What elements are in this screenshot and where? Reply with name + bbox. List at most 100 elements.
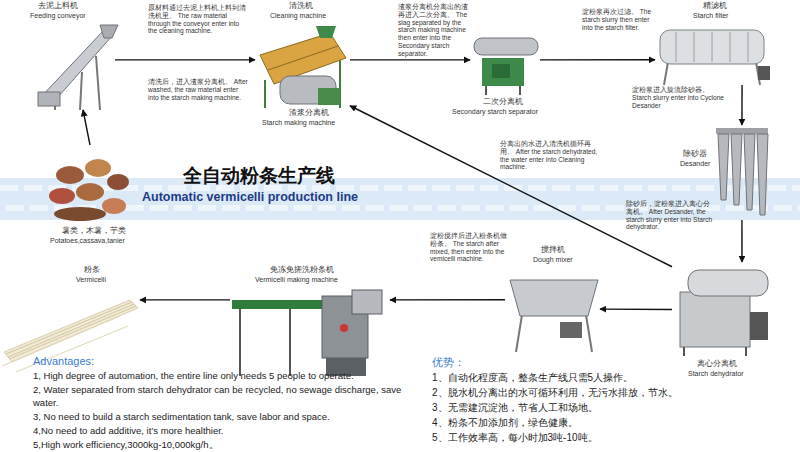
- machine-name-en: Desander: [680, 160, 710, 168]
- drum-rib: [268, 46, 338, 70]
- drum-rib: [694, 32, 695, 62]
- machine-node: 除砂器Desander: [715, 125, 770, 220]
- advantage-text: 4、粉条不加添加剂，绿色健康。: [432, 417, 578, 429]
- drum-rib: [676, 32, 677, 62]
- potatoes-art: [49, 159, 129, 221]
- flow-arrow: [600, 308, 672, 310]
- machine-node: 离心分离机Starch dehydrator: [672, 262, 772, 357]
- machine-name-en: Vermicelli: [76, 276, 106, 284]
- machine-node: 精滤机Starch filter: [655, 25, 770, 85]
- advantage-text: 1、自动化程度高，整条生产线只需5人操作。: [432, 372, 633, 384]
- screen-drum: [660, 30, 764, 64]
- vermicelli-machine-art: [232, 290, 382, 376]
- machine-name-cn: 精滤机: [703, 2, 727, 11]
- machine-name-en: Secondary starch separator: [452, 108, 538, 116]
- advantage-text: 1, High degree of automation, the entire…: [33, 370, 418, 383]
- advantage-text: 2、脱水机分离出的水可循环利用，无污水排放，节水。: [432, 387, 678, 399]
- dough-mixer-art: [510, 280, 598, 352]
- extruder: [352, 290, 382, 314]
- advantage-text: 3, No need to build a starch sedimentati…: [33, 411, 418, 424]
- flow-arrow: [741, 85, 743, 125]
- potato: [85, 159, 111, 177]
- vermicelli-art: [2, 300, 138, 372]
- noodle-bundle: [4, 300, 138, 362]
- advantage-text: 优势：: [432, 356, 465, 369]
- machine-name-en: Feeding conveyor: [30, 12, 86, 20]
- process-note: 清洗后，进入渣浆分离机。 After washed, the raw mater…: [148, 78, 248, 101]
- machine-name-en: Potatoes,cassava,tanier: [50, 237, 125, 245]
- drum-rib: [730, 32, 731, 62]
- edge-label: 淀粉浆再次过滤。 The starch slurry then enter in…: [582, 8, 654, 31]
- flow-arrow: [350, 106, 672, 267]
- leg: [289, 308, 291, 376]
- screw-barrel: [474, 38, 538, 55]
- machine-name-cn: 去泥上料机: [38, 2, 78, 11]
- leg: [519, 86, 521, 95]
- machine-node: 搅拌机Dough mixer: [505, 270, 600, 355]
- drum-rib: [748, 32, 749, 62]
- cyclone: [731, 134, 742, 205]
- cyclone: [744, 134, 755, 210]
- edge-label: 淀粉浆进入旋流除砂器。 Starch slurry enter into Cyc…: [632, 86, 728, 109]
- hopper: [316, 26, 336, 38]
- leg: [683, 347, 685, 356]
- edge-label: 原材料通过去泥上料机上料到清洗机里。 The raw material thro…: [148, 4, 248, 35]
- cassava: [54, 207, 106, 221]
- motor: [560, 322, 582, 338]
- potato: [102, 198, 126, 214]
- motor: [750, 312, 768, 340]
- machine-name-cn: 二次分离机: [483, 98, 523, 107]
- noodle: [6, 302, 132, 354]
- trough: [510, 280, 598, 316]
- noodle: [16, 326, 128, 372]
- potato: [49, 188, 75, 204]
- machine-node: 薯类，木薯，芋类Potatoes,cassava,tanier: [50, 145, 130, 225]
- edge-label: 淀粉搅拌后进入粉条机做粉条。 The starch after mixed, t…: [430, 232, 510, 263]
- advantage-text: 5,High work efficiency,3000kg-10,000kg/h…: [33, 439, 418, 450]
- diagram-title: 全自动粉条生产线: [183, 163, 335, 189]
- cleaning-machine-art: [260, 26, 346, 108]
- flow-arrow: [115, 59, 255, 60]
- edge-label: 除砂后，淀粉浆进入离心分离机。 After Desander, the star…: [626, 200, 714, 231]
- flow-arrow: [390, 299, 505, 301]
- edge-label: 分离出的水进入清洗机循环再用。 After the starch dehydra…: [500, 140, 600, 171]
- advantage-text: 3、无需建沉淀池，节省人工和场地。: [432, 402, 598, 414]
- machine-name-en: Cleaning machine: [270, 12, 326, 20]
- feeding-conveyor-art: [38, 25, 118, 110]
- motor: [318, 88, 340, 105]
- machine-name-en: Starch making machine: [262, 119, 335, 127]
- potato: [56, 166, 84, 184]
- potato: [107, 174, 129, 190]
- machine-node: 免冻免搓洗粉条机Vermicelli making machine: [230, 290, 390, 380]
- leg: [264, 80, 266, 108]
- chute: [100, 25, 118, 38]
- machine-name-cn: 离心分离机: [697, 360, 737, 369]
- dehydrator-art: [680, 270, 768, 356]
- machine-name-en: Starch filter: [693, 12, 728, 20]
- flow-arrow: [83, 110, 90, 145]
- machine-node: 二次分离机Secondary starch separator: [470, 30, 540, 95]
- hopper: [38, 92, 60, 106]
- edge-label: 渣浆分离机分离出的渣再进入二次分离。 The slag separated by…: [398, 3, 474, 57]
- advantage-text: 2, Water separated from starch dehydrato…: [33, 384, 418, 410]
- cyclone: [718, 134, 729, 200]
- starch-filter-art: [660, 30, 770, 85]
- flow-arrow: [140, 299, 230, 300]
- manifold: [716, 128, 768, 134]
- advantage-text: 4,No need to add additive, it’s more hea…: [33, 425, 418, 438]
- frame: [482, 58, 524, 86]
- machine-name-cn: 除砂器: [683, 150, 707, 159]
- leg: [485, 86, 487, 95]
- cyclone: [757, 134, 768, 215]
- drum: [688, 270, 768, 296]
- advantage-text: 5、工作效率高，每小时加3吨-10吨。: [432, 432, 598, 444]
- machine-name-cn: 渣浆分离机: [289, 109, 329, 118]
- machine-name-cn: 清洗机: [289, 2, 313, 11]
- leg: [239, 308, 241, 376]
- leg: [586, 315, 592, 352]
- noodle: [9, 306, 136, 359]
- leg: [96, 56, 100, 110]
- flow-arrow: [540, 59, 655, 61]
- subtitle: Automatic vermicelli production line: [142, 190, 358, 205]
